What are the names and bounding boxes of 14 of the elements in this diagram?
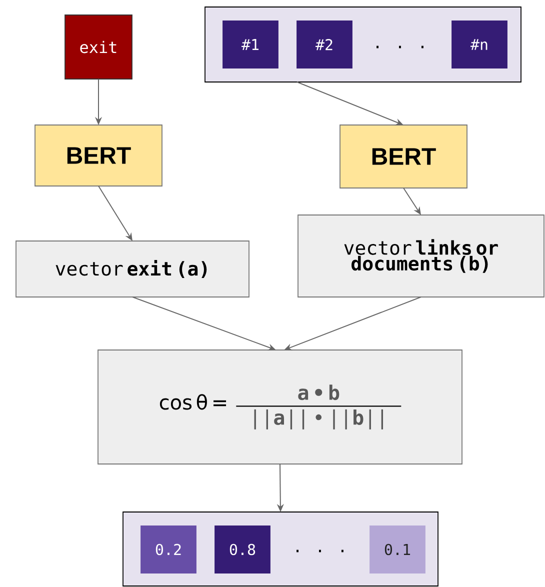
process-box: vector links or documents (b) <box>298 214 544 298</box>
process-box: vector exit (a) <box>16 240 250 298</box>
model-box: BERT <box>340 124 468 188</box>
model-box: BERT <box>34 124 162 186</box>
ellipsis: . . . <box>296 550 344 552</box>
formula-box: cos θ = a • b ||a|| • ||b|| <box>98 350 462 464</box>
value-box: 0.8 <box>214 526 270 574</box>
process-box: exit <box>64 14 132 80</box>
ellipsis: . . . <box>376 46 424 48</box>
value-box: #n <box>452 20 508 68</box>
value-box: #2 <box>296 20 352 68</box>
value-box: 0.2 <box>140 526 196 574</box>
value-box: #1 <box>222 20 278 68</box>
value-box: 0.1 <box>370 526 426 574</box>
